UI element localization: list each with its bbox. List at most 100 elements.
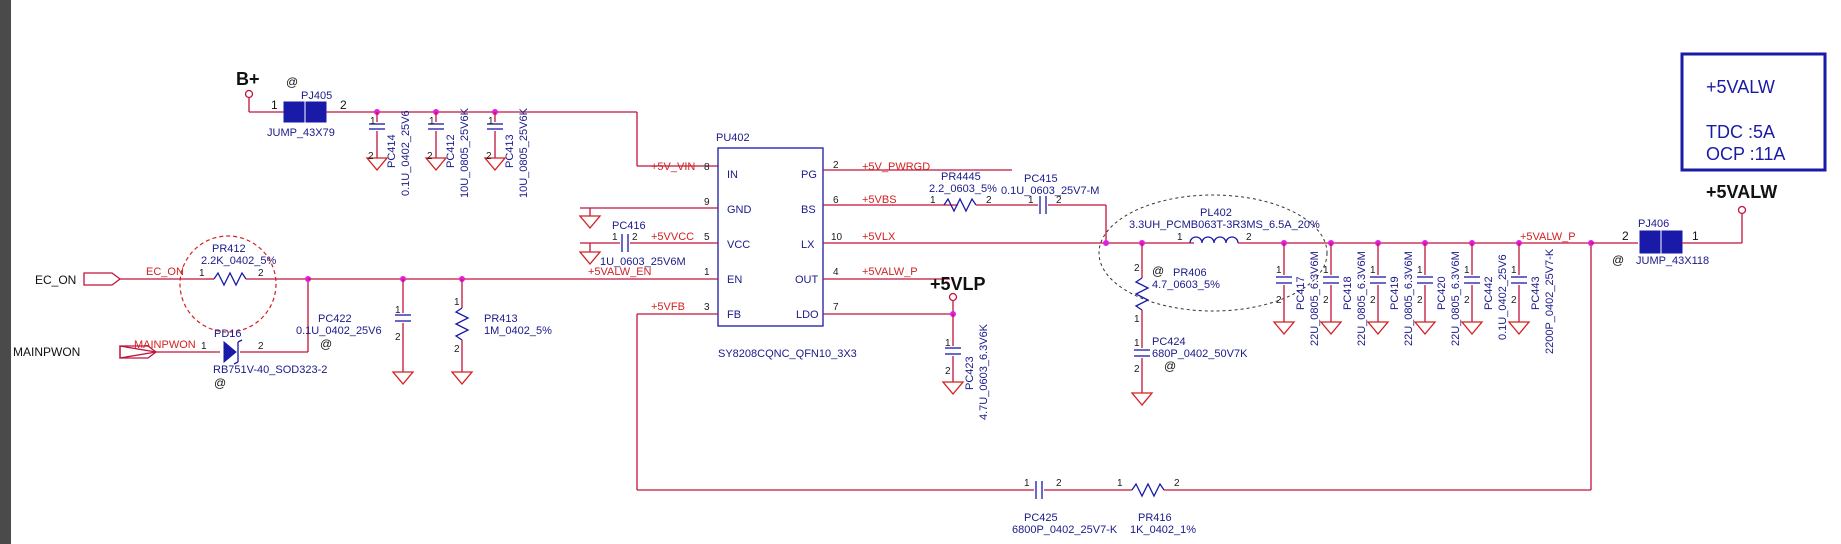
svg-text:PD16: PD16 bbox=[214, 328, 242, 340]
rail-b-plus: B+ bbox=[236, 69, 260, 89]
svg-text:1: 1 bbox=[1692, 229, 1699, 243]
net-valw-en: +5VALW_EN bbox=[588, 266, 652, 278]
svg-text:6: 6 bbox=[833, 195, 839, 206]
net-vvcc: +5VVCC bbox=[651, 231, 694, 243]
svg-text:PC419: PC419 bbox=[1389, 276, 1401, 310]
inductor-pl402[interactable]: 1 2 PL402 3.3UH_PCMB063T-3R3MS_6.5A_20% bbox=[1129, 207, 1320, 244]
svg-text:1: 1 bbox=[1028, 195, 1034, 206]
net-valw-p-out: +5VALW_P bbox=[862, 266, 918, 278]
svg-text:OUT: OUT bbox=[795, 274, 819, 286]
ldo-output: 7 +5VLP 1 2 PC423 4.7U_0603_6.3V6K bbox=[823, 274, 990, 420]
svg-text:10U_0805_25V6K: 10U_0805_25V6K bbox=[459, 107, 471, 198]
pr406[interactable]: 2 1 @ PR406 4.7_0603_5% bbox=[1134, 243, 1220, 325]
controller-ic-pu402[interactable]: PU402 SY8208CQNC_QFN10_3X3 IN GND VCC EN… bbox=[716, 132, 857, 360]
svg-text:IN: IN bbox=[727, 169, 738, 181]
svg-text:1: 1 bbox=[201, 341, 207, 352]
svg-text:8: 8 bbox=[704, 162, 710, 173]
pc415[interactable]: 1 2 PC415 0.1U_0603_25V7-M bbox=[1001, 173, 1099, 214]
pj405-value: JUMP_43X79 bbox=[267, 127, 335, 139]
ec-on-port-shape[interactable] bbox=[83, 272, 122, 286]
svg-text:1: 1 bbox=[1024, 478, 1030, 489]
pc419[interactable]: 1 2 PC419 22U_0805_6.3V6M bbox=[1366, 240, 1415, 346]
svg-text:6800P_0402_25V7-K: 6800P_0402_25V7-K bbox=[1012, 524, 1118, 536]
bootstrap-network: 6 +5VBS 1 2 PR4445 2.2_0603_5% 1 2 PC415… bbox=[823, 171, 1107, 243]
pc413[interactable]: 1 2 PC413 10U_0805_25V6K bbox=[483, 107, 530, 198]
pc424[interactable]: 1 2 PC424 680P_0402_50V7K @ bbox=[1130, 310, 1248, 407]
pc423[interactable]: 1 2 PC423 4.7U_0603_6.3V6K bbox=[941, 314, 990, 420]
svg-text:1U_0603_25V6M: 1U_0603_25V6M bbox=[600, 256, 686, 268]
feedback-network: +5VFB 3 1 2 PC425 6800P_0402_25V7-K 1 2 … bbox=[636, 243, 1592, 536]
svg-text:1: 1 bbox=[1323, 265, 1329, 276]
5valw-terminal[interactable] bbox=[1737, 205, 1747, 215]
svg-text:PJ406: PJ406 bbox=[1638, 218, 1669, 230]
svg-text:PL402: PL402 bbox=[1200, 207, 1232, 219]
rail-5vlp: +5VLP bbox=[930, 274, 986, 294]
svg-text:LX: LX bbox=[801, 239, 815, 251]
svg-text:VCC: VCC bbox=[727, 239, 750, 251]
pc425[interactable]: 1 2 PC425 6800P_0402_25V7-K bbox=[1012, 478, 1118, 536]
pr416[interactable]: 1 2 PR416 1K_0402_1% bbox=[1117, 478, 1196, 536]
pc416[interactable]: 1 2 5 PC416 1U_0603_25V6M +5VVCC bbox=[578, 220, 718, 268]
b-plus-terminal[interactable] bbox=[244, 89, 254, 99]
pr4445[interactable]: 1 2 PR4445 2.2_0603_5% bbox=[929, 171, 997, 213]
svg-text:1: 1 bbox=[271, 98, 278, 112]
rail-5valw: +5VALW bbox=[1706, 182, 1777, 202]
svg-text:10U_0805_25V6K: 10U_0805_25V6K bbox=[518, 107, 530, 198]
svg-text:@: @ bbox=[214, 376, 226, 390]
pd16-diode[interactable]: 1 2 PD16 RB751V-40_SOD323-2 @ bbox=[201, 328, 327, 390]
svg-text:2: 2 bbox=[1417, 295, 1423, 306]
svg-text:1: 1 bbox=[454, 297, 460, 308]
svg-text:2: 2 bbox=[1323, 295, 1329, 306]
5vlp-terminal[interactable] bbox=[948, 292, 958, 302]
svg-text:PC417: PC417 bbox=[1295, 276, 1307, 310]
svg-text:2.2K_0402_5%: 2.2K_0402_5% bbox=[201, 255, 276, 267]
svg-text:2: 2 bbox=[1370, 295, 1376, 306]
svg-text:JUMP_43X118: JUMP_43X118 bbox=[1636, 255, 1709, 267]
svg-text:PC418: PC418 bbox=[1342, 276, 1354, 310]
svg-text:2: 2 bbox=[1134, 263, 1140, 274]
svg-text:@: @ bbox=[320, 337, 332, 351]
pc443[interactable]: 1 2 PC443 2200P_0402_25V7-K bbox=[1507, 240, 1556, 354]
pc420[interactable]: 1 2 PC420 22U_0805_6.3V6M bbox=[1413, 240, 1462, 346]
svg-text:3.3UH_PCMB063T-3R3MS_6.5A_20%: 3.3UH_PCMB063T-3R3MS_6.5A_20% bbox=[1129, 219, 1320, 231]
svg-text:PC420: PC420 bbox=[1436, 276, 1448, 310]
svg-text:EC_ON: EC_ON bbox=[146, 266, 184, 278]
svg-text:2: 2 bbox=[486, 151, 492, 162]
svg-text:0.1U_0603_25V7-M: 0.1U_0603_25V7-M bbox=[1001, 185, 1099, 197]
pc414[interactable]: 1 2 PC414 0.1U_0402_25V6 bbox=[365, 109, 412, 196]
svg-text:3: 3 bbox=[704, 302, 710, 313]
pc418[interactable]: 1 2 PC418 22U_0805_6.3V6M bbox=[1319, 240, 1368, 346]
svg-text:@: @ bbox=[1612, 253, 1624, 267]
svg-text:1: 1 bbox=[199, 268, 205, 279]
svg-text:2: 2 bbox=[395, 332, 401, 343]
svg-text:PC415: PC415 bbox=[1024, 173, 1058, 185]
info-box: +5VALW TDC :5A OCP :11A bbox=[1680, 52, 1827, 172]
pc422[interactable]: 1 2 bbox=[391, 276, 415, 386]
svg-text:2: 2 bbox=[258, 268, 264, 279]
ic-part: SY8208CQNC_QFN10_3X3 bbox=[718, 348, 857, 360]
pc442[interactable]: 1 2 PC442 0.1U_0402_25V6 bbox=[1460, 240, 1509, 340]
svg-text:1K_0402_1%: 1K_0402_1% bbox=[1130, 524, 1196, 536]
svg-text:PC443: PC443 bbox=[1530, 276, 1542, 310]
pr413[interactable]: 1 2 PR413 1M_0402_5% bbox=[450, 276, 552, 386]
svg-text:2: 2 bbox=[1464, 295, 1470, 306]
svg-text:4.7U_0603_6.3V6K: 4.7U_0603_6.3V6K bbox=[978, 323, 990, 420]
svg-text:5: 5 bbox=[704, 232, 710, 243]
pc412[interactable]: 1 2 PC412 10U_0805_25V6K bbox=[424, 107, 471, 198]
pg-output: 2 +5V_PWRGD bbox=[823, 160, 1012, 173]
svg-text:1: 1 bbox=[930, 195, 936, 206]
svg-text:EN: EN bbox=[727, 274, 742, 286]
info-rail: +5VALW bbox=[1706, 77, 1775, 97]
pj406-jumper[interactable]: 2 1 PJ406 JUMP_43X118 @ bbox=[1612, 218, 1709, 267]
svg-text:PR412: PR412 bbox=[212, 243, 246, 255]
svg-text:0.1U_0402_25V6: 0.1U_0402_25V6 bbox=[1497, 254, 1509, 340]
svg-text:4.7_0603_5%: 4.7_0603_5% bbox=[1152, 279, 1220, 291]
pj405-jumper[interactable] bbox=[283, 101, 305, 123]
svg-text:22U_0805_6.3V6M: 22U_0805_6.3V6M bbox=[1450, 251, 1462, 346]
svg-text:2: 2 bbox=[1056, 195, 1062, 206]
svg-text:1: 1 bbox=[1464, 265, 1470, 276]
svg-text:1: 1 bbox=[1177, 232, 1183, 243]
pr412[interactable]: 1 2 PR412 2.2K_0402_5% bbox=[199, 243, 308, 287]
pc417[interactable]: 1 2 PC417 22U_0805_6.3V6M bbox=[1272, 240, 1321, 346]
